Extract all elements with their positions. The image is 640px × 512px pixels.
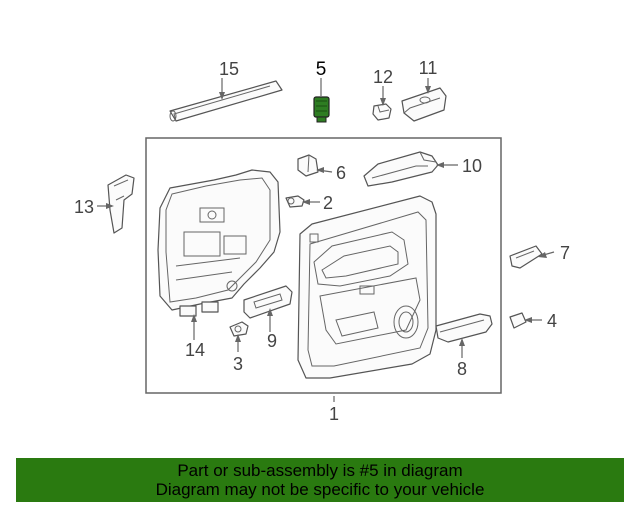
callout-4: 4 (547, 311, 557, 331)
part-6-bracket[interactable] (297, 154, 319, 177)
callout-11: 11 (419, 58, 438, 78)
part-4-cap[interactable] (509, 312, 527, 329)
callout-13: 13 (74, 197, 94, 217)
callout-15: 15 (219, 59, 239, 79)
part-2-clip[interactable] (285, 195, 305, 208)
callout-2: 2 (323, 193, 333, 213)
part-5-highlighted-clip[interactable] (313, 96, 330, 123)
part-13-bracket[interactable] (107, 174, 135, 234)
part-11-bracket[interactable] (401, 87, 447, 122)
callout-8: 8 (457, 359, 467, 379)
part-9-switch-bezel[interactable] (243, 285, 293, 319)
callout-12: 12 (373, 67, 393, 87)
part-info-banner: Part or sub-assembly is #5 in diagram Di… (16, 458, 624, 502)
callout-9: 9 (267, 331, 277, 351)
door-trim-panel[interactable] (297, 195, 437, 379)
arrowheads (106, 86, 547, 346)
part-10-pull-handle[interactable] (363, 151, 439, 187)
part-15-trim-strip[interactable] (169, 80, 283, 122)
callout-14: 14 (185, 340, 205, 360)
part-7-cover[interactable] (509, 245, 543, 269)
part-3-clip[interactable] (229, 321, 249, 337)
callout-10: 10 (462, 156, 482, 176)
callout-5: 5 (316, 59, 327, 80)
part-8-armrest[interactable] (435, 313, 493, 343)
banner-line-1: Part or sub-assembly is #5 in diagram (177, 461, 463, 480)
part-14-inner-panel[interactable] (157, 169, 281, 317)
assembly-frame (145, 137, 502, 394)
callout-7: 7 (560, 243, 570, 263)
part-12-clip[interactable] (372, 103, 392, 121)
callout-6: 6 (336, 163, 346, 183)
banner-line-2: Diagram may not be specific to your vehi… (155, 480, 485, 499)
callout-3: 3 (233, 354, 243, 374)
callout-1: 1 (329, 404, 339, 424)
